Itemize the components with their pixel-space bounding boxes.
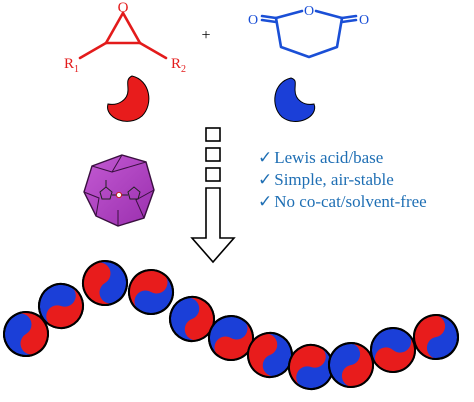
epoxide-oxygen-label: O	[118, 0, 129, 16]
condition-text: Simple, air-stable	[274, 170, 394, 189]
arrow-box-2	[205, 147, 221, 162]
yin-yang-icon	[169, 296, 215, 342]
yin-yang-icon	[328, 342, 374, 388]
yin-yang-icon	[128, 269, 174, 315]
red-monomer-icon	[107, 75, 150, 122]
anhydride-right-oxygen: O	[359, 13, 369, 28]
epoxide-structure	[78, 11, 168, 60]
arrow-box-3	[205, 167, 221, 182]
arrow-box-1	[205, 127, 221, 142]
yin-yang-icon	[208, 315, 254, 361]
yin-yang-icon	[413, 314, 459, 360]
catalyst-cage-icon	[83, 154, 155, 227]
anhydride-left-oxygen: O	[248, 13, 258, 28]
polymer-chain	[2, 260, 459, 390]
epoxide-r2-label: R2	[171, 56, 186, 75]
yin-yang-icon	[82, 260, 128, 306]
epoxide-r1-label: R1	[64, 56, 79, 75]
plus-sign: +	[201, 27, 210, 44]
condition-text: No co-cat/solvent-free	[274, 192, 427, 211]
check-icon: ✓	[258, 170, 273, 189]
blue-monomer-icon	[274, 77, 316, 122]
condition-solvent: ✓No co-cat/solvent-free	[258, 192, 427, 212]
yin-yang-icon	[370, 327, 416, 373]
condition-lewis: ✓Lewis acid/base	[258, 148, 383, 168]
condition-simple: ✓Simple, air-stable	[258, 170, 394, 190]
arrow-head	[190, 187, 236, 264]
yin-yang-icon	[247, 332, 293, 378]
reaction-arrow	[190, 127, 236, 264]
check-icon: ✓	[258, 148, 273, 167]
check-icon: ✓	[258, 192, 273, 211]
condition-text: Lewis acid/base	[274, 148, 384, 167]
yin-yang-icon	[38, 283, 84, 329]
anhydride-structure	[260, 9, 358, 59]
anhydride-ring-oxygen: O	[304, 4, 314, 19]
yin-yang-icon	[2, 311, 49, 357]
